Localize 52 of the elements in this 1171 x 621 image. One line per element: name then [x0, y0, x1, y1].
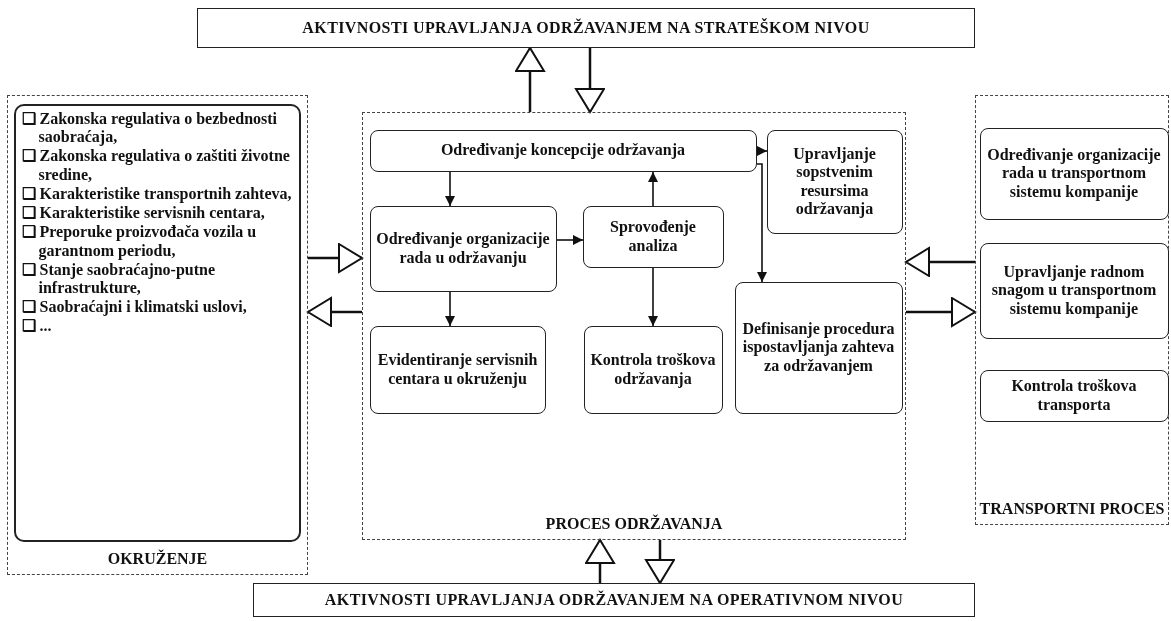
- arrow: [445, 171, 455, 207]
- group-title: TRANSPORTNI PROCES: [978, 499, 1166, 518]
- list-item: ❑ Zakonska regulativa o bezbednosti saobraćaja,: [21, 109, 279, 148]
- level-box: [197, 8, 975, 48]
- process-label: Određivanje koncepcije održavanja: [440, 141, 686, 160]
- block-arrow: [906, 297, 976, 327]
- dashed-group-frame: [975, 95, 1169, 525]
- arrow: [756, 146, 768, 156]
- arrow: [648, 171, 658, 207]
- arrow: [648, 267, 658, 327]
- group-title: PROCES ODRŽAVANJA: [544, 514, 724, 533]
- group-title: OKRUŽENJE: [106, 549, 209, 568]
- arrow: [756, 163, 767, 283]
- process-label: Upravljanje sopstvenim resursima održavanja: [792, 144, 877, 219]
- process-box: [979, 369, 1169, 422]
- list-item: ❑ Saobraćajni i klimatski uslovi,: [21, 298, 247, 318]
- process-label: Određivanje organizacije rada u transportnom sistemu kompanije: [986, 145, 1162, 202]
- block-arrow: [308, 243, 363, 273]
- list-item: ❑ Karakteristike servisnih centara,: [21, 203, 265, 223]
- process-label: Kontrola troškova održavanja: [589, 351, 717, 388]
- process-box: [734, 281, 903, 414]
- process-label: Evidentiranje servisnih centara u okruženju: [376, 351, 539, 388]
- process-label: Definisanje procedura ispostavljanja zahteva za održavanjem: [741, 319, 896, 376]
- list-item: ❑ ...: [21, 317, 52, 336]
- process-box: [369, 325, 546, 414]
- level-title: AKTIVNOSTI UPRAVLJANJA ODRŽAVANJEM NA OPERATIVNOM NIVOU: [324, 591, 904, 609]
- block-arrow: [515, 47, 545, 112]
- list-item: ❑ Zakonska regulativa o zaštiti životne sredine,: [21, 147, 291, 185]
- process-box: [766, 129, 903, 234]
- process-box: [979, 127, 1169, 220]
- block-arrow: [905, 247, 975, 277]
- process-label: Sprovođenje analiza: [609, 218, 697, 255]
- block-arrow: [575, 48, 605, 113]
- block-arrow: [645, 540, 675, 584]
- dashed-group-frame: [362, 112, 906, 540]
- process-box: [979, 242, 1169, 339]
- level-box: [253, 583, 975, 617]
- list-item: ❑ Karakteristike transportnih zahteva,: [21, 185, 292, 204]
- process-box: [369, 205, 557, 292]
- process-label: Upravljanje radnom snagom u transportnom sistemu kompanije: [990, 262, 1158, 319]
- process-label: Određivanje organizacije rada u održavanju: [375, 230, 551, 267]
- process-label: Kontrola troškova transporta: [1010, 377, 1138, 414]
- arrow: [445, 291, 455, 327]
- list-item: ❑ Stanje saobraćajno-putne infrastrukture,: [21, 260, 217, 299]
- arrow: [556, 235, 584, 245]
- level-title: AKTIVNOSTI UPRAVLJANJA ODRŽAVANJEM NA STRATEŠKOM NIVOU: [302, 19, 870, 37]
- process-box: [369, 129, 757, 172]
- process-box: [583, 325, 723, 414]
- block-arrow: [307, 297, 362, 327]
- list-item: ❑ Preporuke proizvođača vozila u garantnom periodu,: [21, 222, 258, 261]
- process-box: [582, 205, 724, 268]
- block-arrow: [585, 539, 615, 583]
